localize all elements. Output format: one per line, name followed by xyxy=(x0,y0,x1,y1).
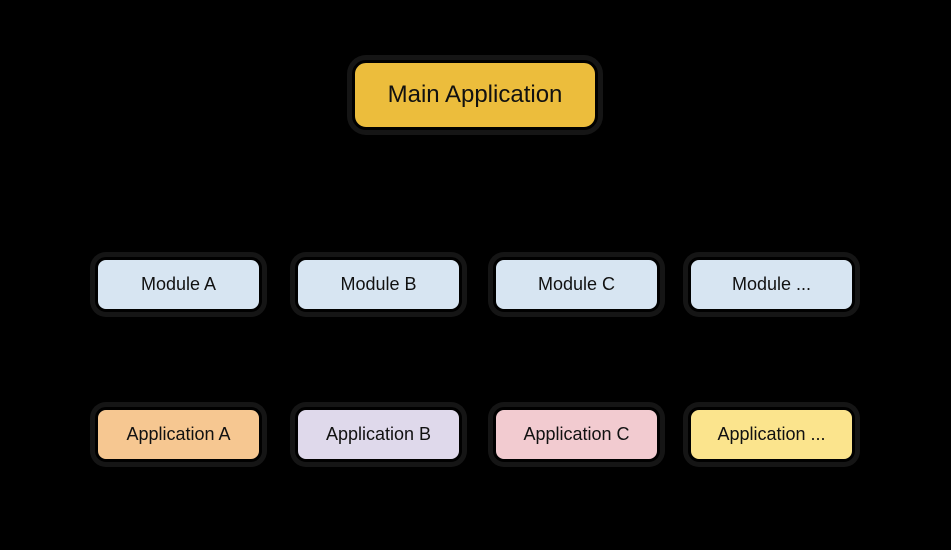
arrowhead-application-a xyxy=(173,397,184,406)
node-application-b: Application B xyxy=(295,407,462,462)
node-application-a-label: Application A xyxy=(126,424,231,444)
node-module-a: Module A xyxy=(95,257,262,312)
edge-main-to-module-b xyxy=(377,130,476,251)
node-main-application: Main Application xyxy=(352,60,598,130)
node-main-application-label: Main Application xyxy=(387,81,563,108)
node-application-c-label: Application C xyxy=(523,424,630,444)
arrowhead-application-c xyxy=(571,397,582,406)
arrowhead-module-a xyxy=(173,247,184,256)
arrowhead-application-more xyxy=(766,397,777,406)
node-application-more-label: Application ... xyxy=(717,424,826,444)
node-module-b: Module B xyxy=(295,257,462,312)
edge-main-to-module-c xyxy=(474,130,578,251)
node-application-c: Application C xyxy=(493,407,660,462)
node-application-more: Application ... xyxy=(688,407,855,462)
arrowhead-module-b xyxy=(373,247,384,256)
node-application-a: Application A xyxy=(95,407,262,462)
arrowhead-module-c xyxy=(571,247,582,256)
node-module-more: Module ... xyxy=(688,257,855,312)
node-module-b-label: Module B xyxy=(340,274,417,294)
node-module-c: Module C xyxy=(493,257,660,312)
arrowhead-module-more xyxy=(766,247,777,256)
edge-main-to-module-more xyxy=(474,130,773,251)
node-application-b-label: Application B xyxy=(325,424,432,444)
node-module-a-label: Module A xyxy=(140,274,217,294)
edge-main-to-module-a xyxy=(177,130,476,251)
node-module-more-label: Module ... xyxy=(731,274,812,294)
node-module-c-label: Module C xyxy=(537,274,616,294)
arrowhead-application-b xyxy=(373,397,384,406)
